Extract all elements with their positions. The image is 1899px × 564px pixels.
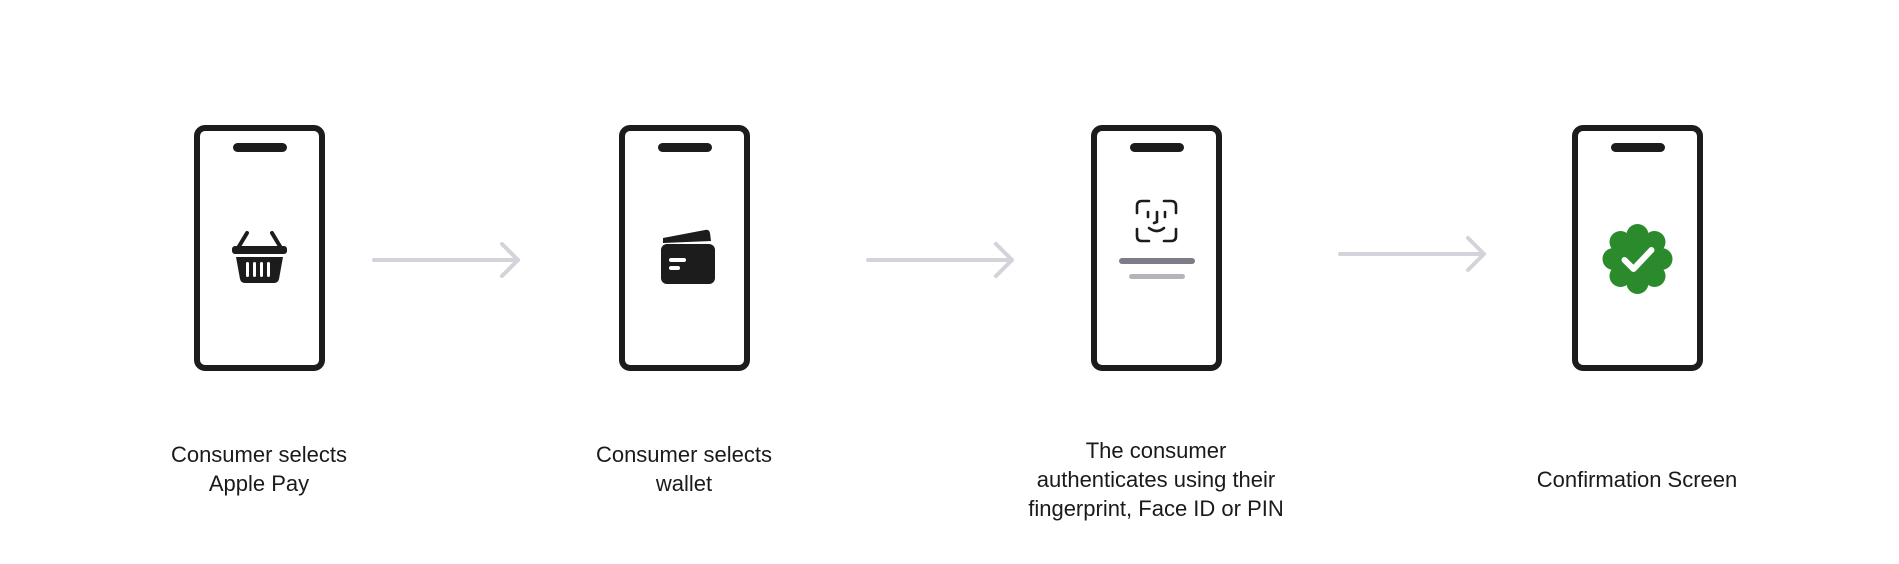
phone-notch	[232, 143, 287, 152]
phone-step-4	[1572, 125, 1703, 371]
arrow-right-icon	[372, 242, 520, 278]
arrow-right-icon	[1338, 236, 1486, 272]
phone-notch	[657, 143, 712, 152]
step-2-label: Consumer selects wallet	[595, 442, 773, 496]
phone-notch	[1129, 143, 1184, 152]
arrow-right-icon	[866, 242, 1014, 278]
face-id-icon	[1119, 199, 1195, 279]
step-3-label: The consumer authenticates using their f…	[1028, 438, 1284, 521]
phone-notch	[1610, 143, 1665, 152]
verified-check-badge-icon	[1602, 224, 1673, 294]
wallet-card-icon	[661, 229, 715, 284]
phone-step-3	[1091, 125, 1222, 371]
shopping-basket-icon	[232, 231, 287, 283]
step-4-label: Confirmation Screen	[1536, 467, 1738, 492]
step-1-label: Consumer selects Apple Pay	[170, 442, 348, 496]
phone-step-1	[194, 125, 325, 371]
phone-step-2	[619, 125, 750, 371]
